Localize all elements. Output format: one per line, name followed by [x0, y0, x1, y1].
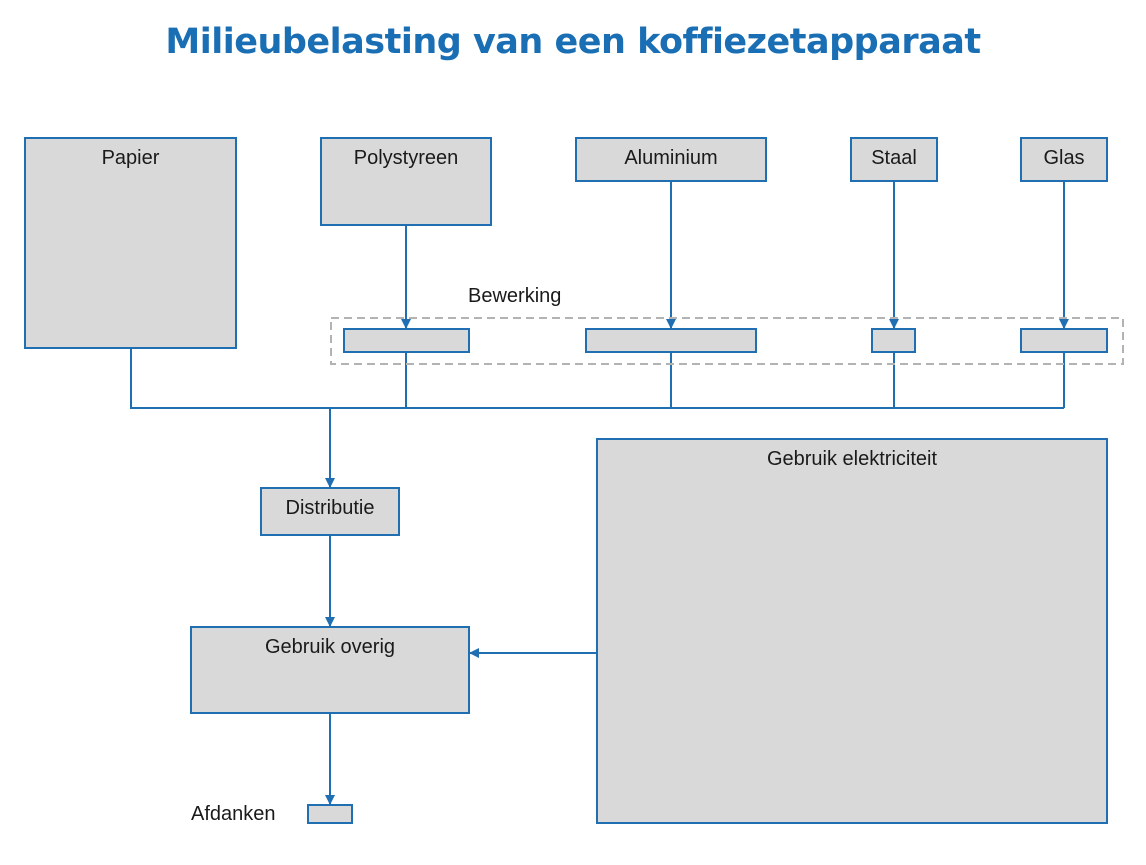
distributie-box: Distributie [260, 487, 400, 536]
papier-box: Papier [24, 137, 237, 349]
bewerking-glas-bar [1020, 328, 1108, 353]
staal-label: Staal [871, 147, 917, 169]
bewerking-polystyreen-bar [343, 328, 470, 353]
bewerking-label: Bewerking [468, 285, 562, 307]
aluminium-box: Aluminium [575, 137, 767, 182]
glas-label: Glas [1043, 147, 1085, 169]
gebruik-elektriciteit-label: Gebruik elektriciteit [766, 448, 938, 470]
bewerking-staal-bar [871, 328, 916, 353]
gebruik-overig-label: Gebruik overig [264, 636, 396, 658]
glas-box: Glas [1020, 137, 1108, 182]
connector-papier [130, 348, 1064, 409]
afdanken-bar [307, 804, 353, 824]
bewerking-aluminium-bar [585, 328, 757, 353]
afdanken-label: Afdanken [191, 803, 276, 825]
staal-box: Staal [850, 137, 938, 182]
page-title: Milieubelasting van een koffiezetapparaa… [165, 22, 981, 62]
aluminium-label: Aluminium [624, 147, 718, 169]
bewerking-group-outline [330, 317, 1124, 365]
gebruik-overig-box: Gebruik overig [190, 626, 470, 714]
polystyreen-box: Polystyreen [320, 137, 492, 226]
polystyreen-label: Polystyreen [353, 147, 459, 169]
distributie-label: Distributie [285, 497, 375, 519]
papier-label: Papier [101, 147, 160, 169]
gebruik-elektriciteit-box: Gebruik elektriciteit [596, 438, 1108, 824]
